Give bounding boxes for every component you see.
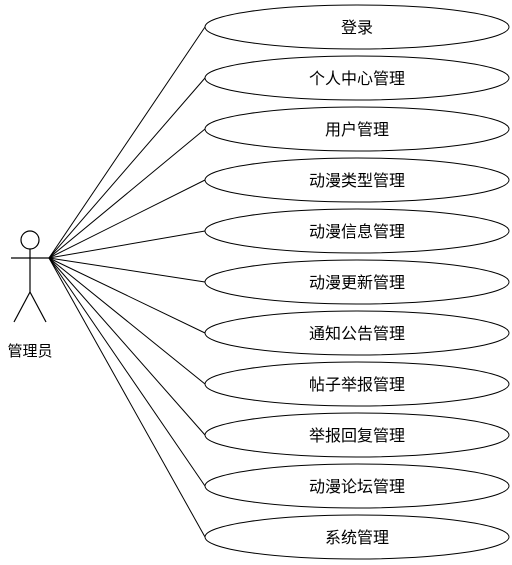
use-case: 个人中心管理 [204, 55, 510, 101]
association-line [48, 230, 206, 259]
use-case-label: 通知公告管理 [309, 324, 405, 343]
association-line [48, 179, 206, 259]
use-case-label: 登录 [341, 18, 373, 37]
use-case-ellipse [204, 412, 510, 458]
association-line [48, 257, 206, 334]
use-case: 举报回复管理 [204, 412, 510, 458]
association-lines [48, 26, 206, 538]
association-line [48, 257, 206, 436]
use-case: 通知公告管理 [204, 310, 510, 356]
use-case-label: 动漫信息管理 [309, 222, 405, 241]
use-cases: 登录个人中心管理用户管理动漫类型管理动漫信息管理动漫更新管理通知公告管理帖子举报… [204, 4, 510, 560]
use-case-ellipse [204, 208, 510, 254]
use-case-label: 用户管理 [325, 120, 389, 139]
association-line [48, 26, 206, 259]
use-case-ellipse [204, 55, 510, 101]
actor-right-leg [29, 291, 47, 323]
use-case-ellipse [204, 463, 510, 509]
use-case: 系统管理 [204, 514, 510, 560]
association-line [48, 77, 206, 259]
use-case: 登录 [204, 4, 510, 50]
use-case-label: 动漫更新管理 [309, 273, 405, 292]
use-case: 帖子举报管理 [204, 361, 510, 407]
use-case-label: 个人中心管理 [309, 69, 405, 88]
use-case-ellipse [204, 106, 510, 152]
use-case: 动漫信息管理 [204, 208, 510, 254]
use-case-label: 动漫论坛管理 [309, 477, 405, 496]
use-case-ellipse [204, 4, 510, 50]
use-case: 动漫论坛管理 [204, 463, 510, 509]
use-case-label: 帖子举报管理 [309, 375, 405, 394]
use-case: 动漫更新管理 [204, 259, 510, 305]
actor-left-leg [13, 291, 31, 323]
use-case-label: 举报回复管理 [309, 426, 405, 445]
association-line [48, 257, 206, 538]
actor: 管理员 [7, 230, 53, 360]
use-case-ellipse [204, 259, 510, 305]
association-line [48, 257, 206, 283]
use-case: 动漫类型管理 [204, 157, 510, 203]
use-case: 用户管理 [204, 106, 510, 152]
use-case-label: 动漫类型管理 [309, 171, 405, 190]
association-line [48, 128, 206, 259]
use-case-label: 系统管理 [325, 528, 389, 547]
use-case-ellipse [204, 157, 510, 203]
use-case-ellipse [204, 361, 510, 407]
use-case-ellipse [204, 310, 510, 356]
actor-head [20, 230, 40, 250]
use-case-ellipse [204, 514, 510, 560]
actor-label: 管理员 [7, 342, 52, 360]
association-line [48, 257, 206, 385]
association-line [48, 257, 206, 487]
